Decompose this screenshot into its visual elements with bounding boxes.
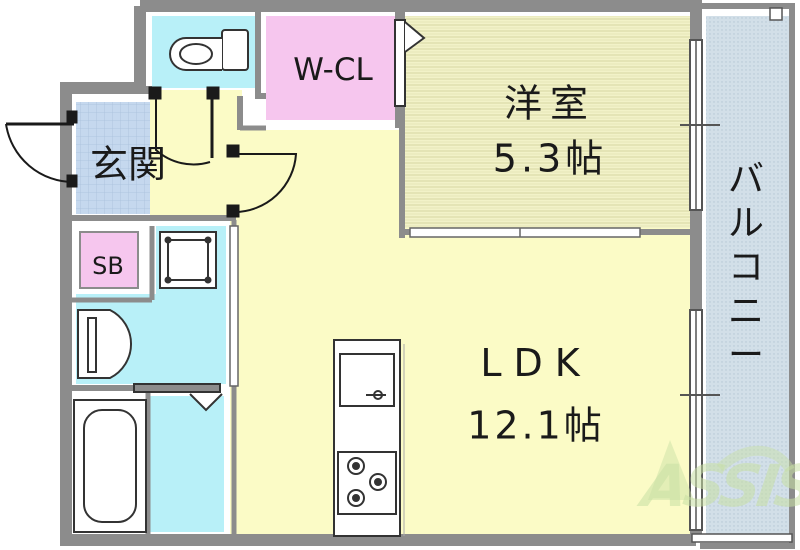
bathtub (73, 399, 147, 533)
shoe-box (79, 231, 139, 289)
western-room-label: 洋室 (503, 81, 597, 126)
ldk-label: LDK (480, 341, 592, 385)
washbasin (77, 309, 132, 379)
assist-logo-icon (648, 440, 795, 500)
toilet-fixture (169, 29, 249, 71)
windows (680, 7, 793, 543)
closet-door (394, 19, 426, 107)
western-room-floor (402, 16, 696, 228)
balcony-label: バルコニー (727, 159, 764, 376)
kitchen-counter (333, 339, 405, 537)
washing-machine-pan (159, 231, 217, 289)
bathroom-door (133, 383, 223, 412)
shoe-box-label: SB (92, 252, 124, 280)
watermark-logo-text: ASSIST (638, 452, 800, 520)
entrance-floor (76, 102, 150, 214)
closet-floor (266, 16, 396, 120)
sliding-door-hall (229, 225, 239, 387)
entrance-label: 玄関 (89, 142, 167, 187)
doors (5, 86, 298, 218)
sliding-door-western (409, 227, 641, 238)
walk-in-closet-label: W-CL (293, 52, 373, 88)
ldk-size: 12.1帖 (467, 403, 605, 448)
western-room-size: 5.3帖 (492, 136, 608, 181)
bathroom-floor (148, 396, 224, 532)
balcony-floor (706, 16, 790, 538)
